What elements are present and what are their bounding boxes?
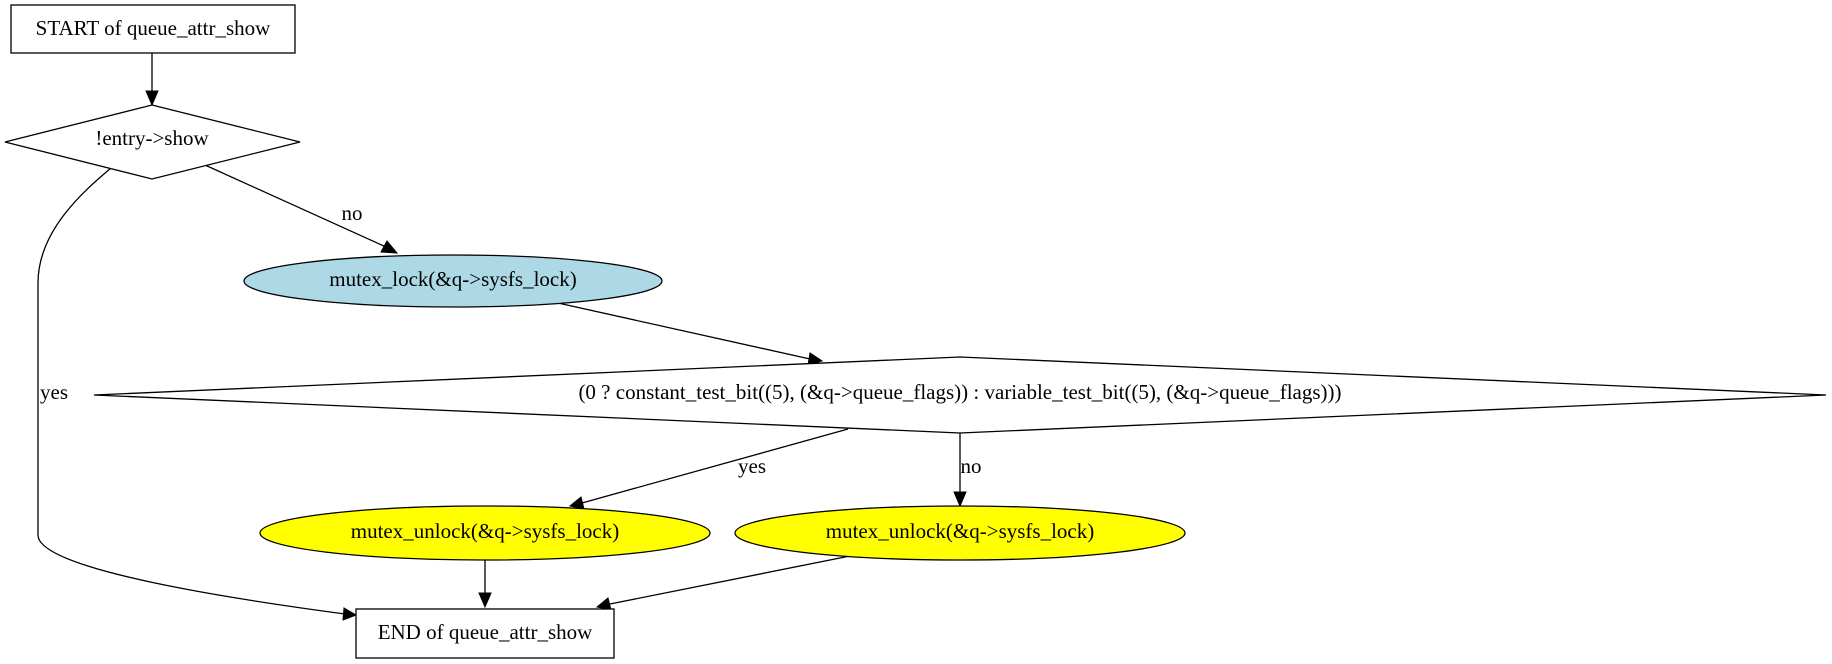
edge-test-to-unlock-left (581, 428, 849, 504)
arrowhead-check-to-lock (380, 240, 399, 254)
mutex-lock-label: mutex_lock(&q->sysfs_lock) (329, 267, 576, 291)
node-unlock-right: mutex_unlock(&q->sysfs_lock) (734, 505, 1186, 561)
edge-label-check-yes: yes (40, 380, 68, 404)
arrowhead-unlock-left-to-end (478, 592, 492, 609)
arrowhead-check-to-end (342, 607, 358, 621)
edge-unlock-right-to-end (609, 555, 851, 605)
check-show-diamond (4, 104, 301, 180)
test-bit-label: (0 ? constant_test_bit((5), (&q->queue_f… (578, 380, 1341, 404)
node-unlock-left: mutex_unlock(&q->sysfs_lock) (259, 505, 711, 561)
node-check-show: !entry->show (4, 104, 301, 180)
unlock-right-ellipse (734, 505, 1186, 561)
edge-check-to-lock (204, 164, 387, 248)
edge-label-test-no: no (961, 454, 982, 478)
mutex-lock-ellipse (243, 254, 663, 308)
start-label: START of queue_attr_show (36, 16, 271, 40)
node-start: START of queue_attr_show (10, 4, 296, 54)
end-label: END of queue_attr_show (378, 620, 593, 644)
edges (37, 53, 967, 621)
test-bit-diamond (93, 356, 1827, 434)
arrowhead-test-to-unlock-right (953, 491, 967, 508)
arrowhead-test-to-unlock-left (568, 496, 585, 510)
edge-label-test-yes: yes (738, 454, 766, 478)
end-box (355, 608, 615, 659)
edge-lock-to-test (557, 302, 811, 360)
arrowhead-start-to-check (145, 90, 159, 107)
unlock-left-ellipse (259, 505, 711, 561)
node-mutex-lock: mutex_lock(&q->sysfs_lock) (243, 254, 663, 308)
unlock-left-label: mutex_unlock(&q->sysfs_lock) (351, 519, 619, 543)
edge-labels: no yes yes no (40, 201, 982, 478)
edge-label-check-no: no (342, 201, 363, 225)
arrowhead-unlock-right-to-end (595, 597, 612, 611)
start-box (10, 4, 296, 54)
unlock-right-label: mutex_unlock(&q->sysfs_lock) (826, 519, 1094, 543)
node-test-bit: (0 ? constant_test_bit((5), (&q->queue_f… (93, 356, 1827, 434)
node-end: END of queue_attr_show (355, 608, 615, 659)
check-show-label: !entry->show (95, 126, 209, 150)
edge-check-to-end (37, 167, 346, 615)
